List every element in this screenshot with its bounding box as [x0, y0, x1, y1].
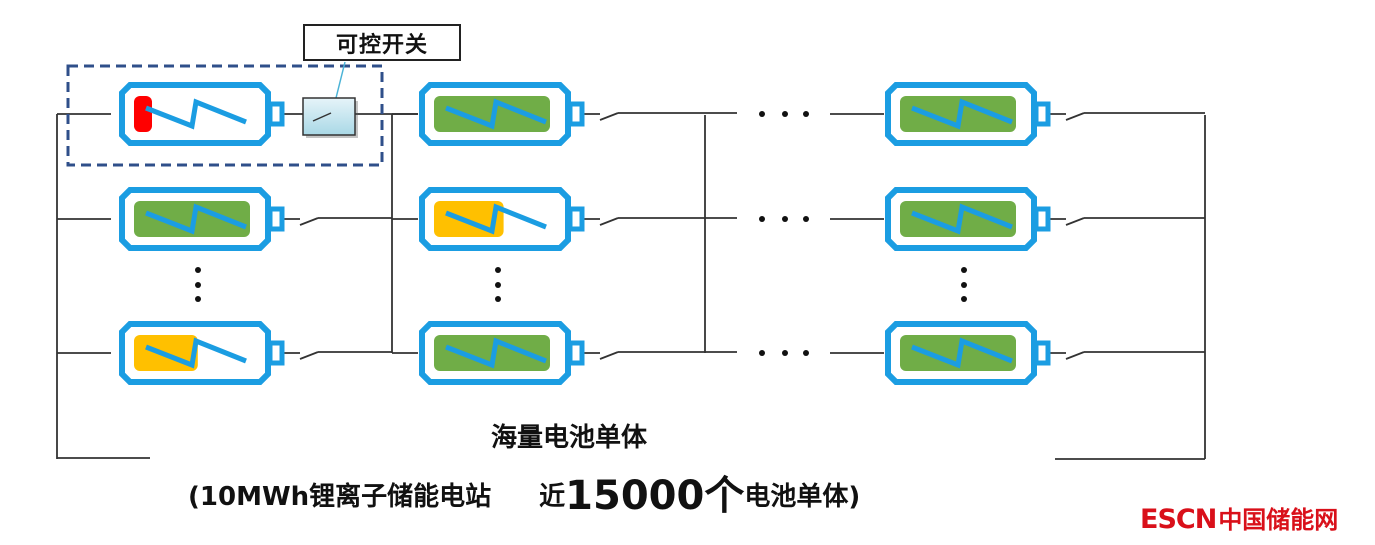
- battery-icon: [419, 82, 585, 146]
- battery-icon: [119, 82, 285, 146]
- battery-icon: [885, 321, 1051, 385]
- ellipsis-dot: [803, 216, 809, 222]
- vertical-ellipsis-dot: [495, 282, 501, 288]
- lightning-bolt-icon: [445, 98, 547, 130]
- lightning-bolt-icon: [145, 337, 247, 369]
- ellipsis-dot: [759, 111, 765, 117]
- lightning-bolt-icon: [911, 98, 1013, 130]
- battery-terminal: [1033, 340, 1051, 366]
- ellipsis-dot: [759, 350, 765, 356]
- switch-label: 可控开关: [335, 32, 428, 58]
- battery-terminal: [267, 101, 285, 127]
- vertical-ellipsis-dot: [195, 267, 201, 273]
- vertical-ellipsis-dot: [961, 296, 967, 302]
- battery-terminal: [567, 101, 585, 127]
- battery-terminal: [267, 340, 285, 366]
- caption-detail-suffix: 电池单体): [744, 482, 861, 512]
- open-switch-icon: [299, 351, 319, 360]
- battery-terminal: [1033, 101, 1051, 127]
- caption-detail-near: 近: [539, 482, 566, 512]
- switch-label-box: 可控开关: [303, 24, 461, 61]
- ellipsis-dot: [803, 111, 809, 117]
- battery-icon: [885, 82, 1051, 146]
- lightning-bolt-icon: [445, 203, 547, 235]
- vertical-ellipsis-dot: [195, 282, 201, 288]
- battery-grid: [119, 82, 1051, 385]
- lightning-bolt-icon: [145, 98, 247, 130]
- battery-icon: [419, 321, 585, 385]
- logo-brand: ESCN: [1140, 504, 1217, 535]
- vertical-ellipsis-dot: [195, 296, 201, 302]
- open-switch-icon: [599, 217, 619, 226]
- controllable-switch-icon[interactable]: [302, 97, 358, 138]
- battery-icon: [419, 187, 585, 251]
- open-switch-icon: [1065, 112, 1085, 121]
- ellipsis-dot: [803, 350, 809, 356]
- lightning-bolt-icon: [445, 337, 547, 369]
- battery-terminal: [267, 206, 285, 232]
- escn-watermark-logo: ESCN中国储能网: [1140, 500, 1338, 535]
- open-switch-icon: [299, 217, 319, 226]
- caption-detail-prefix: (10MWh锂离子储能电站: [188, 482, 492, 512]
- wiring: [56, 111, 1206, 460]
- vertical-ellipsis-dot: [495, 267, 501, 273]
- highlight-dashed-box: [66, 64, 384, 167]
- lightning-bolt-icon: [911, 337, 1013, 369]
- caption-title: 海量电池单体: [491, 423, 648, 453]
- battery-terminal: [567, 340, 585, 366]
- logo-name: 中国储能网: [1218, 506, 1339, 534]
- battery-terminal: [1033, 206, 1051, 232]
- open-switch-icon: [1065, 351, 1085, 360]
- battery-icon: [885, 187, 1051, 251]
- vertical-ellipsis-dot: [495, 296, 501, 302]
- callout-leader-line: [335, 61, 346, 99]
- ellipsis-dot: [782, 111, 788, 117]
- vertical-ellipsis-dot: [961, 267, 967, 273]
- vertical-ellipsis-dot: [961, 282, 967, 288]
- caption-detail-count: 15000个: [565, 473, 745, 519]
- ellipsis-dot: [782, 350, 788, 356]
- battery-terminal: [567, 206, 585, 232]
- ellipsis-dot: [782, 216, 788, 222]
- battery-charge-level: [134, 96, 152, 132]
- open-switch-icon: [1065, 217, 1085, 226]
- open-switch-icon: [599, 112, 619, 121]
- ellipsis-dot: [759, 216, 765, 222]
- open-switch-icon: [599, 351, 619, 360]
- battery-icon: [119, 187, 285, 251]
- battery-icon: [119, 321, 285, 385]
- caption-detail: (10MWh锂离子储能电站 近15000个电池单体): [188, 463, 860, 521]
- lightning-bolt-icon: [145, 203, 247, 235]
- lightning-bolt-icon: [911, 203, 1013, 235]
